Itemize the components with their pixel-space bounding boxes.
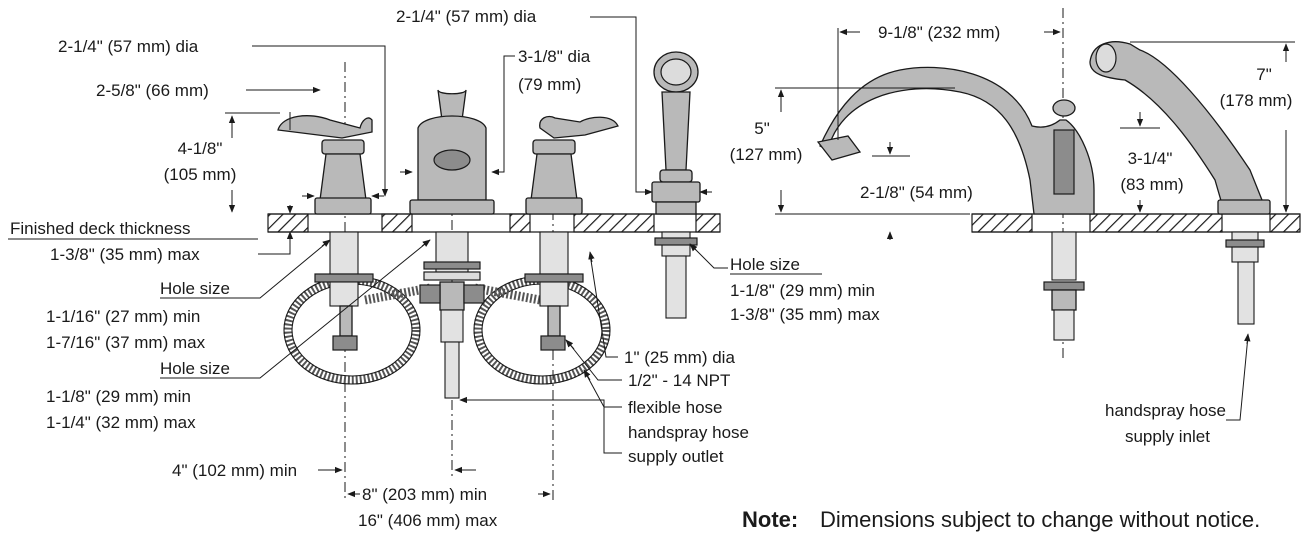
- label-deck-thickness-value: 1-3/8" (35 mm) max: [50, 245, 200, 264]
- label-thread-spec: 1/2" - 14 NPT: [628, 371, 730, 390]
- label-spout-base-dia-1: 3-1/8" dia: [518, 47, 591, 66]
- label-spout-hole-title: Hole size: [160, 359, 230, 378]
- label-spout-height-1: 5": [754, 119, 770, 138]
- handspray-side: [1089, 41, 1271, 325]
- right-valve: [524, 115, 619, 351]
- label-handspray-hole-title: Hole size: [730, 255, 800, 274]
- spout-side: [816, 66, 1095, 341]
- label-spout-outlet-height: 2-1/8" (54 mm): [860, 183, 973, 202]
- labels-side: 9-1/8" (232 mm) 5" (127 mm) 2-1/8" (54 m…: [730, 23, 1293, 446]
- label-outlet-1: handspray hose: [628, 423, 749, 442]
- label-spout-reach: 9-1/8" (232 mm): [878, 23, 1000, 42]
- side-view: [775, 8, 1301, 421]
- label-inlet-2: supply inlet: [1125, 427, 1210, 446]
- label-handle-height-1: 4-1/8": [178, 139, 223, 158]
- label-deck-thickness-title: Finished deck thickness: [10, 219, 190, 238]
- label-handle-side-height-2: (83 mm): [1120, 175, 1183, 194]
- label-centers-max: 16" (406 mm) max: [358, 511, 498, 530]
- label-valve-hole-max: 1-7/16" (37 mm) max: [46, 333, 206, 352]
- label-handspray-hole-max: 1-3/8" (35 mm) max: [730, 305, 880, 324]
- handspray-front: [651, 51, 701, 319]
- label-valve-hole-title: Hole size: [160, 279, 230, 298]
- label-spout-height-2: (127 mm): [730, 145, 803, 164]
- label-spout-top-dia: 2-1/4" (57 mm) dia: [396, 7, 537, 26]
- footer-note: Note: Dimensions subject to change witho…: [742, 507, 1260, 532]
- label-spout-hole-min: 1-1/8" (29 mm) min: [46, 387, 191, 406]
- deck-front: [267, 213, 721, 233]
- label-spout-hole-max: 1-1/4" (32 mm) max: [46, 413, 196, 432]
- label-inlet-1: handspray hose: [1105, 401, 1226, 420]
- spout-front: [409, 89, 495, 399]
- label-handspray-height-1: 7": [1256, 65, 1272, 84]
- labels-front: 2-1/4" (57 mm) dia 2-5/8" (66 mm) 4-1/8"…: [10, 7, 880, 530]
- label-centers-min: 8" (203 mm) min: [362, 485, 487, 504]
- label-handle-side-height-1: 3-1/4": [1128, 149, 1173, 168]
- label-handspray-hole-min: 1-1/8" (29 mm) min: [730, 281, 875, 300]
- left-valve: [277, 115, 374, 351]
- front-view: [8, 16, 728, 502]
- label-valve-hole-min: 1-1/16" (27 mm) min: [46, 307, 200, 326]
- label-handle-width: 2-5/8" (66 mm): [96, 81, 209, 100]
- label-flexible-hose: flexible hose: [628, 398, 723, 417]
- label-handspray-height-2: (178 mm): [1220, 91, 1293, 110]
- note-text: Dimensions subject to change without not…: [820, 507, 1260, 532]
- note-prefix: Note:: [742, 507, 798, 532]
- label-valve-min-spacing: 4" (102 mm) min: [172, 461, 297, 480]
- label-spout-base-dia-2: (79 mm): [518, 75, 581, 94]
- label-outlet-2: supply outlet: [628, 447, 724, 466]
- label-handle-height-2: (105 mm): [164, 165, 237, 184]
- label-shank-dia: 1" (25 mm) dia: [624, 348, 735, 367]
- label-handle-dia: 2-1/4" (57 mm) dia: [58, 37, 199, 56]
